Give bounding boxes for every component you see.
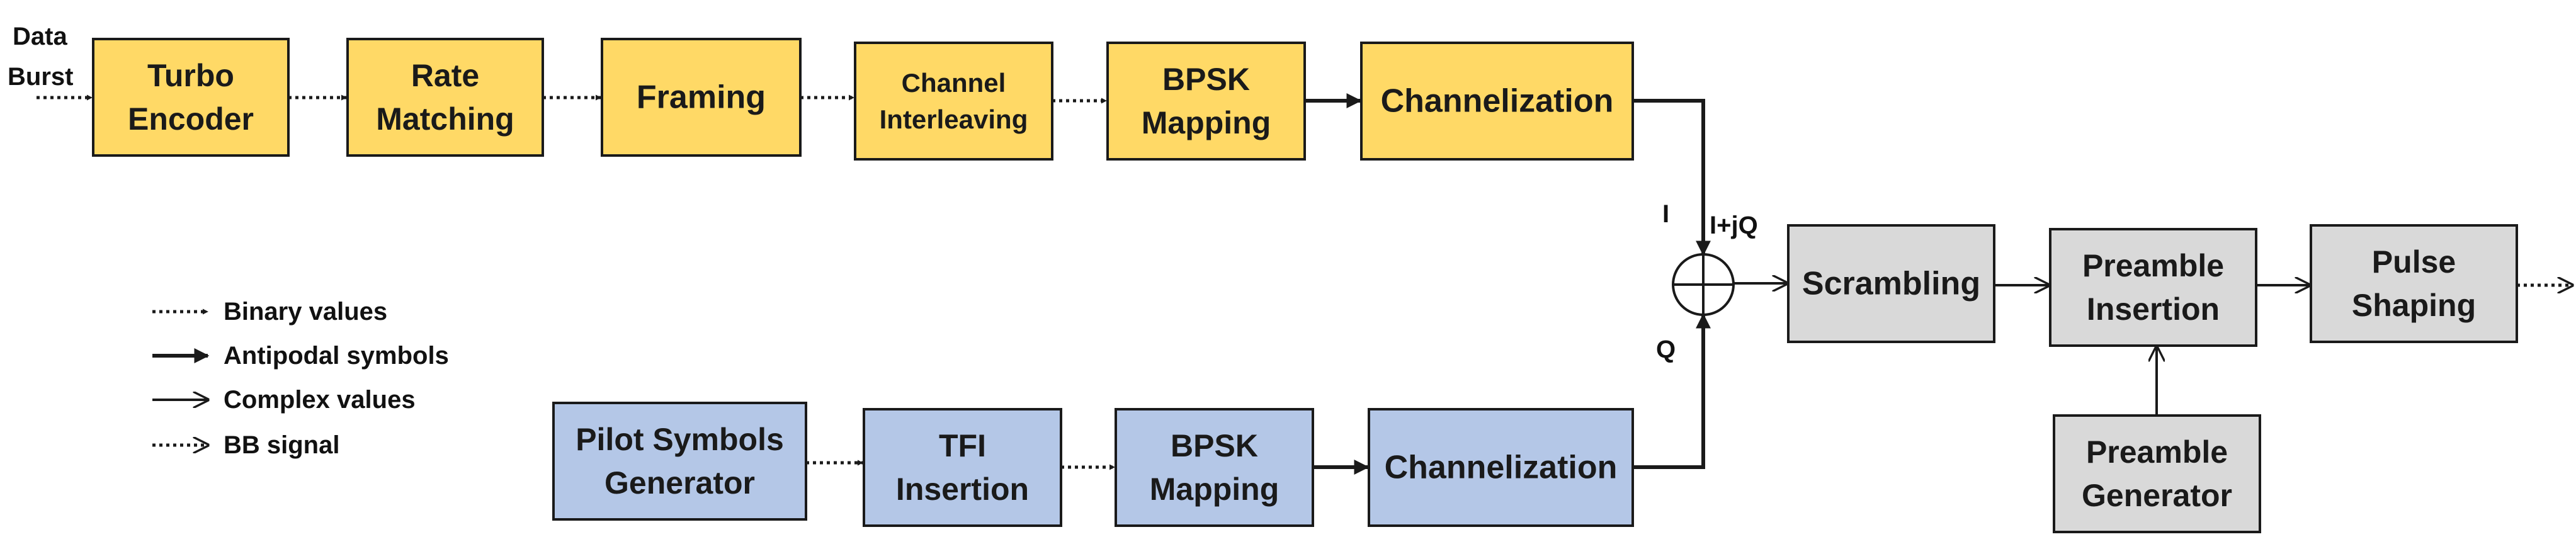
block-pilot-label: Pilot Symbols: [576, 422, 784, 457]
input-label-line1: Data: [13, 23, 67, 50]
block-chan-bot-label: Channelization: [1385, 450, 1618, 486]
block-bpsk-top: BPSK Mapping: [1106, 42, 1306, 161]
connectors: [37, 93, 2572, 475]
block-pilot-box: [552, 402, 807, 521]
block-preamble-ins-label: Preamble: [2082, 248, 2224, 283]
block-framing-label: Framing: [637, 79, 766, 116]
block-chan-bot: Channelization: [1368, 408, 1634, 527]
block-interleave-label: Channel: [902, 68, 1006, 98]
block-tfi: TFI Insertion: [863, 408, 1062, 527]
block-bpsk-bot-label: Mapping: [1150, 472, 1279, 507]
block-framing: Framing: [601, 38, 802, 157]
block-bpsk-top-label: Mapping: [1142, 105, 1271, 140]
block-turbo-label: Encoder: [128, 101, 254, 137]
block-scrambling-box: [1787, 224, 1995, 343]
adder: [1672, 253, 1735, 316]
block-bpsk-bot-label: BPSK: [1171, 428, 1258, 463]
block-preamble-gen-label: Preamble: [2086, 434, 2228, 470]
block-chan-top-box: [1360, 42, 1634, 161]
input-label-line2: Burst: [8, 63, 73, 91]
block-interleave-box: [854, 42, 1053, 161]
block-preamble-ins-box: [2049, 228, 2257, 347]
adder-label-i: I: [1662, 200, 1669, 228]
block-preamble-gen-box: [2053, 414, 2261, 533]
legend-item-bb: BB signal: [152, 431, 339, 459]
block-bpsk-top-box: [1106, 42, 1306, 161]
block-rate-label: Rate: [411, 58, 479, 93]
block-chan-bot-box: [1368, 408, 1634, 527]
block-chan-top-label: Channelization: [1381, 83, 1614, 120]
block-tfi-box: [863, 408, 1062, 527]
block-interleave-label: Interleaving: [880, 105, 1028, 134]
block-turbo-label: Turbo: [147, 58, 234, 93]
block-preamble-gen-label: Generator: [2082, 478, 2232, 513]
block-bpsk-bot-box: [1115, 408, 1314, 527]
block-scrambling-label: Scrambling: [1802, 266, 1980, 302]
legend-label-antipodal: Antipodal symbols: [224, 342, 449, 370]
legend-item-complex: Complex values: [152, 386, 416, 414]
block-pulse-label: Shaping: [2352, 288, 2476, 323]
block-tfi-label: Insertion: [896, 472, 1029, 507]
block-bpsk-bot: BPSK Mapping: [1115, 408, 1314, 527]
legend-item-binary: Binary values: [152, 298, 387, 325]
legend-label-bb: BB signal: [224, 431, 339, 459]
arrow-chan-top-adder: [1633, 99, 1711, 256]
block-turbo-box: [92, 38, 290, 157]
block-rate-box: [346, 38, 544, 157]
legend-label-binary: Binary values: [224, 298, 387, 325]
block-chan-top: Channelization: [1360, 42, 1634, 161]
adder-label-iq: I+jQ: [1710, 212, 1758, 239]
block-pulse-label: Pulse: [2372, 244, 2456, 280]
block-pilot-label: Generator: [604, 465, 755, 501]
arrow-chan-bot-adder: [1633, 313, 1711, 469]
block-tfi-label: TFI: [939, 428, 986, 463]
block-bpsk-top-label: BPSK: [1162, 62, 1250, 97]
block-preamble-ins-label: Insertion: [2087, 291, 2220, 327]
block-scrambling: Scrambling: [1787, 224, 1995, 343]
block-pulse-box: [2310, 224, 2518, 343]
adder-label-q: Q: [1656, 336, 1676, 363]
block-rate-label: Matching: [376, 101, 514, 137]
legend-label-complex: Complex values: [224, 386, 416, 414]
legend-item-antipodal: Antipodal symbols: [152, 342, 449, 370]
block-framing-box: [601, 38, 802, 157]
